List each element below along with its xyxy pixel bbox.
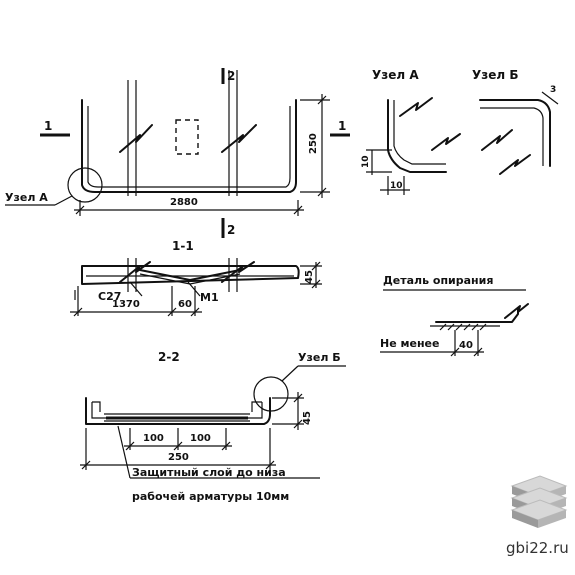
watermark-logo-icon bbox=[510, 475, 568, 528]
section-2-2-height: 45 bbox=[302, 411, 313, 425]
node-a-detail bbox=[366, 97, 461, 195]
cover-note-line-1: Защитный слой до низа bbox=[132, 466, 286, 479]
plan-width-dimension: 250 bbox=[308, 133, 319, 154]
cover-note-line-2: рабочей арматуры 10мм bbox=[132, 490, 289, 503]
cut-mark-1-right: 1 bbox=[338, 119, 346, 133]
plan-view bbox=[5, 68, 350, 238]
section-2-2-dim-a: 100 bbox=[143, 433, 164, 444]
section-1-1-title: 1-1 bbox=[172, 239, 194, 253]
node-b-dimension: 3 bbox=[550, 85, 556, 95]
node-b-detail bbox=[479, 91, 559, 175]
node-b-title: Узел Б bbox=[472, 68, 518, 82]
section-1-1 bbox=[70, 258, 322, 317]
support-length: 40 bbox=[459, 340, 473, 351]
cut-mark-1-left: 1 bbox=[44, 119, 52, 133]
support-detail-title: Деталь опирания bbox=[383, 274, 493, 287]
watermark-text: gbi22.ru bbox=[506, 539, 569, 557]
mark-c27: С27 bbox=[98, 290, 121, 303]
cut-mark-2-bottom: 2 bbox=[227, 223, 235, 237]
not-less-label: Не менее bbox=[380, 337, 439, 350]
support-detail bbox=[380, 289, 529, 357]
plan-length-dimension: 2880 bbox=[170, 197, 198, 208]
cut-mark-2-top: 2 bbox=[227, 69, 235, 83]
section-2-2 bbox=[80, 365, 346, 479]
node-a-dimension-2: 10 bbox=[390, 181, 403, 191]
section-2-2-title: 2-2 bbox=[158, 350, 180, 364]
section-2-2-dim-b: 100 bbox=[190, 433, 211, 444]
node-a-dimension-1: 10 bbox=[361, 155, 371, 168]
section-1-1-small: 60 bbox=[178, 299, 192, 310]
node-a-title: Узел А bbox=[372, 68, 419, 82]
section-1-1-height: 45 bbox=[304, 270, 315, 284]
node-a-callout-label: Узел А bbox=[5, 191, 48, 204]
mark-m1: М1 bbox=[200, 291, 219, 304]
node-b-callout-label: Узел Б bbox=[298, 351, 341, 364]
section-1-1-length: 1370 bbox=[112, 299, 140, 310]
section-2-2-total: 250 bbox=[168, 452, 189, 463]
